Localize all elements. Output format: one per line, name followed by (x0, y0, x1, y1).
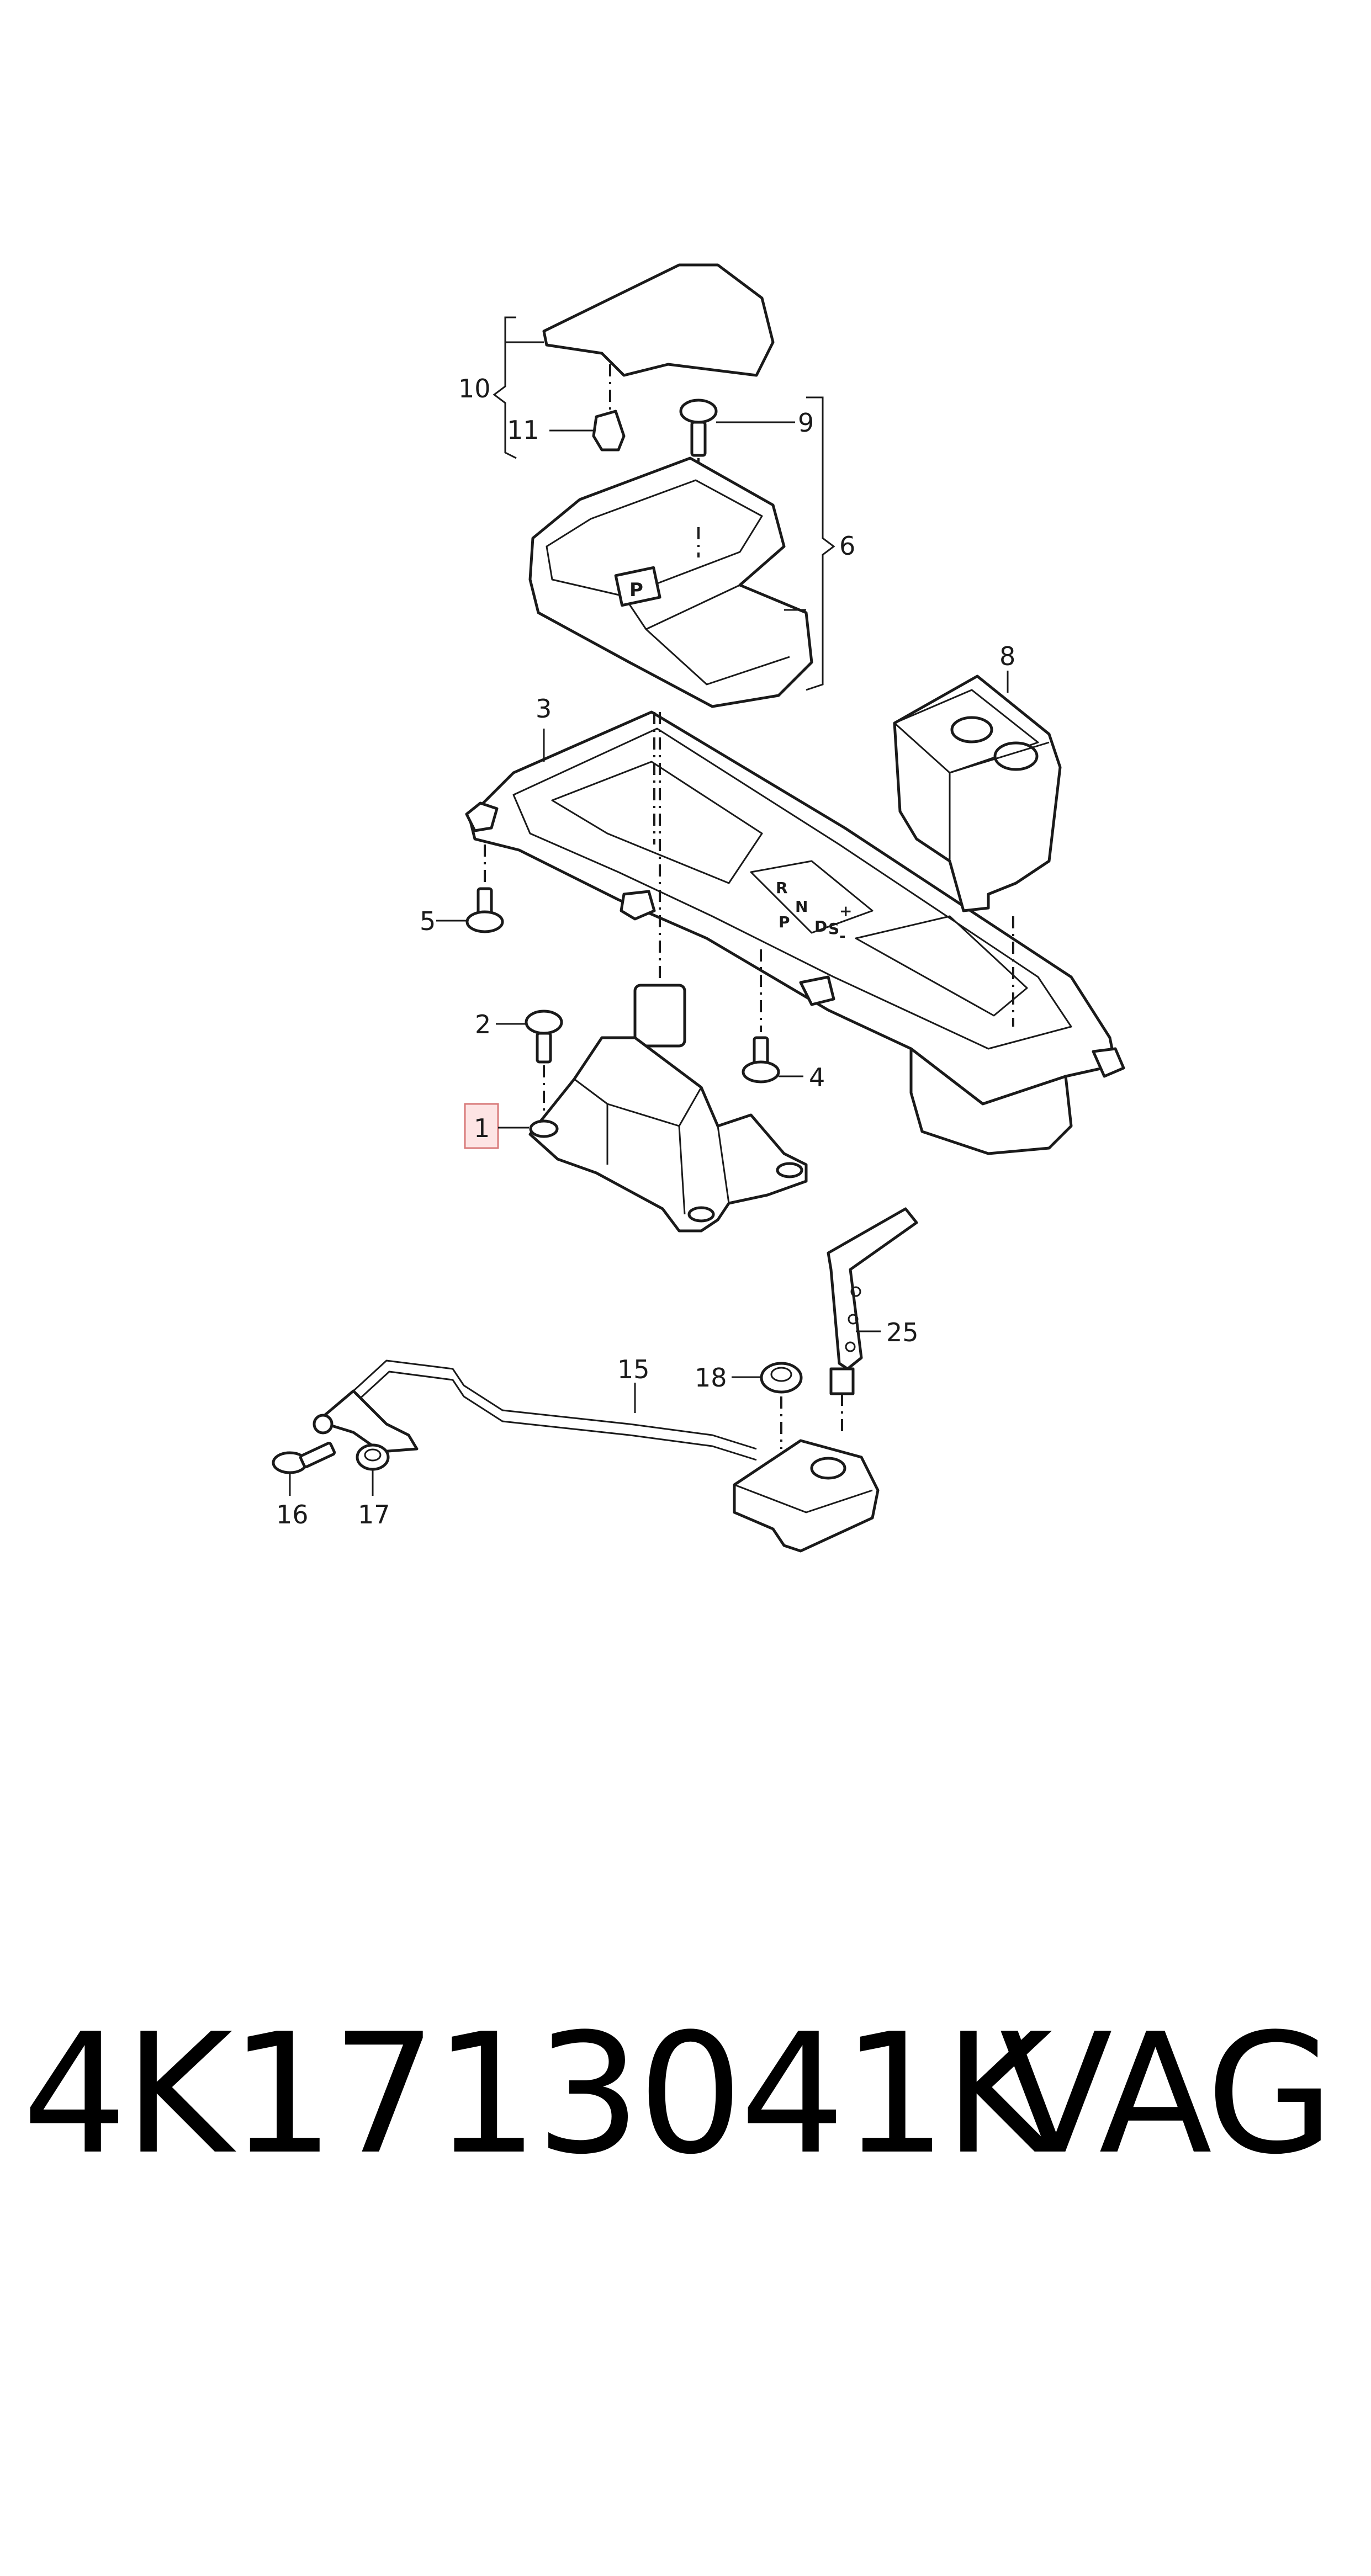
gate-letter-d: D (814, 917, 827, 936)
gate-letter-n: N (795, 897, 808, 916)
part-11-clip (592, 364, 626, 452)
part-6-switch-module (893, 674, 1062, 912)
part-2-screw (525, 1010, 563, 1120)
callout-4: 5 (420, 906, 436, 936)
callout-3: 3 (536, 694, 552, 724)
callout-11: 11 (507, 415, 539, 445)
part-4-screw (465, 844, 504, 933)
callout-16: 16 (276, 1500, 309, 1529)
part-5-screw (742, 949, 780, 1083)
gate-letter-p: P (779, 913, 790, 931)
callout-25: 25 (886, 1318, 919, 1347)
callout-5: 4 (809, 1063, 825, 1092)
callout-1-highlight[interactable] (464, 1103, 499, 1149)
part-15-cable (313, 1359, 880, 1553)
bracket-8 (806, 396, 835, 691)
brand-name: VAG (999, 1998, 1334, 2191)
gate-letter-r: R (776, 879, 788, 897)
part-16-bolt (272, 1442, 336, 1474)
callout-1[interactable]: 1 (474, 1113, 490, 1143)
bracket-10 (493, 316, 517, 459)
part-1-shift-mechanism (528, 712, 808, 1233)
part-25-rod (827, 1207, 918, 1435)
callout-15: 15 (617, 1355, 650, 1384)
part-8-selector-housing: P (528, 456, 813, 708)
footer: 4K1713041K VAG (0, 1998, 1371, 2230)
part-17-nut (356, 1443, 390, 1471)
callout-6: 8 (999, 641, 1015, 671)
callout-8: 6 (839, 531, 855, 561)
part-3-console-frame: R N P D S + - (465, 710, 1125, 1155)
gate-letter-s: S (828, 920, 839, 938)
callout-17-label: 17 (358, 1500, 390, 1529)
callout-9: 9 (798, 408, 814, 438)
callout-18: 18 (695, 1363, 727, 1393)
part-18-nut (760, 1362, 803, 1449)
parts-diagram: 10 11 9 6 P R N P D S + (272, 263, 1125, 1553)
park-button-letter: P (629, 579, 643, 601)
part-number: 4K1713041K (22, 1998, 1052, 2191)
gate-letter-minus: - (839, 927, 846, 945)
callout-10: 10 (458, 374, 491, 403)
callout-2: 2 (475, 1010, 491, 1039)
gate-letter-plus: + (839, 902, 852, 920)
part-10-cover (542, 263, 775, 377)
